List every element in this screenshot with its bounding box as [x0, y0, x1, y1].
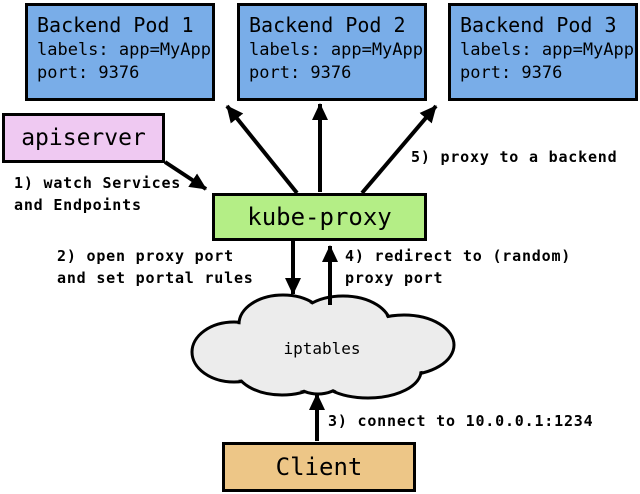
client-box: Client: [222, 442, 416, 492]
backend-pod-3-port: port: 9376: [460, 63, 563, 83]
arrow-kubeproxy-to-pod1: [225, 104, 299, 195]
arrow-apiserver-to-kubeproxy: [163, 160, 208, 191]
backend-pod-1-title: Backend Pod 1: [37, 13, 194, 37]
backend-pod-2-port: port: 9376: [249, 63, 352, 83]
backend-pod-3-box: Backend Pod 3 labels: app=MyApp port: 93…: [448, 3, 638, 101]
backend-pod-1-labels: labels: app=MyApp: [37, 40, 211, 60]
backend-pod-1-box: Backend Pod 1 labels: app=MyApp port: 93…: [25, 3, 215, 101]
annotation-step5-proxy-backend: 5) proxy to a backend: [411, 148, 618, 166]
apiserver-label: apiserver: [21, 125, 146, 151]
backend-pod-2-box: Backend Pod 2 labels: app=MyApp port: 93…: [237, 3, 427, 101]
kube-proxy-label: kube-proxy: [247, 203, 392, 231]
client-label: Client: [275, 453, 363, 481]
annotation-step3-connect: 3) connect to 10.0.0.1:1234: [328, 412, 594, 430]
kube-proxy-box: kube-proxy: [212, 193, 427, 241]
arrow-kubeproxy-to-pod3: [360, 104, 438, 195]
iptables-label: iptables: [283, 339, 361, 358]
annotation-step1-watch-services: 1) watch Services and Endpoints: [14, 174, 182, 214]
annotation-step2-open-proxy-port: 2) open proxy port and set portal rules: [57, 247, 254, 287]
backend-pod-3-title: Backend Pod 3: [460, 13, 617, 37]
annotation-step4-redirect: 4) redirect to (random) proxy port: [345, 247, 572, 287]
backend-pod-2-labels: labels: app=MyApp: [249, 40, 423, 60]
backend-pod-1-port: port: 9376: [37, 63, 140, 83]
backend-pod-2-title: Backend Pod 2: [249, 13, 406, 37]
iptables-cloud-shape: [190, 293, 456, 400]
apiserver-box: apiserver: [2, 113, 165, 163]
backend-pod-3-labels: labels: app=MyApp: [460, 40, 634, 60]
